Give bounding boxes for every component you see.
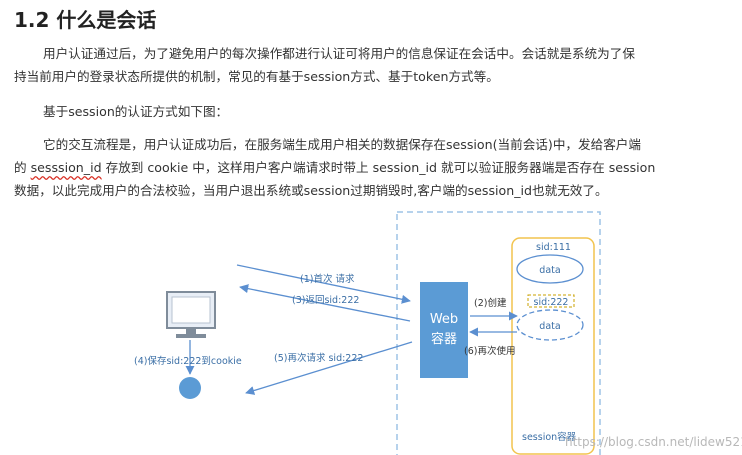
- paragraph-line: 用户认证通过后，为了避免用户的每次操作都进行认证可将用户的信息保证在会话中。会话…: [43, 46, 635, 61]
- paragraph-line: 数据，以此完成用户的合法校验，当用户退出系统或session过期销毁时,客户端的…: [14, 183, 608, 198]
- arrow-first-request: [236, 264, 411, 304]
- label-return-sid: (3)返回sid:222: [292, 294, 359, 306]
- label-request-again: (5)再次请求 sid:222: [274, 352, 363, 364]
- text-fragment: 存放到 cookie 中，这样用户客户端请求时带上 session_id 就可以…: [101, 160, 656, 175]
- label-save-cookie: (4)保存sid:222到cookie: [134, 355, 242, 367]
- spellcheck-word: sesssion_id: [30, 160, 102, 175]
- label-create: (2)创建: [474, 297, 507, 309]
- web-container-label-line1: Web: [430, 312, 458, 327]
- paragraph-session-method: 基于session的认证方式如下图：: [14, 100, 714, 123]
- client-cookie-dot: [179, 377, 201, 399]
- web-container-block: Web 容器: [420, 282, 468, 378]
- session-container-label: session容器: [522, 431, 577, 443]
- session-auth-diagram: Web 容器 sid:111 data sid:222 data session…: [134, 211, 742, 455]
- label-first-request: (1)首次 请求: [300, 273, 355, 285]
- label-use-again: (6)再次使用: [464, 345, 515, 357]
- sid-111-label: sid:111: [536, 242, 571, 253]
- section-heading: 1.2 什么是会话: [14, 8, 157, 32]
- arrow-return-sid: [239, 284, 411, 322]
- session-container-box: sid:111 data sid:222 data session容器: [511, 237, 595, 455]
- web-container-label-line2: 容器: [431, 331, 457, 347]
- paragraph-line: 它的交互流程是，用户认证成功后，在服务端生成用户相关的数据保存在session(…: [43, 137, 641, 152]
- paragraph-line: 持当前用户的登录状态所提供的机制，常见的有基于session方式、基于token…: [14, 69, 499, 84]
- data-label-2: data: [539, 321, 560, 332]
- paragraph-line: 的 sesssion_id 存放到 cookie 中，这样用户客户端请求时带上 …: [14, 156, 714, 179]
- arrow-request-again: [245, 341, 413, 395]
- paragraph-session-intro: 用户认证通过后，为了避免用户的每次操作都进行认证可将用户的信息保证在会话中。会话…: [14, 42, 714, 88]
- data-label-1: data: [539, 265, 560, 276]
- paragraph-interaction-flow: 它的交互流程是，用户认证成功后，在服务端生成用户相关的数据保存在session(…: [14, 133, 714, 202]
- paragraph-line: 基于session的认证方式如下图：: [43, 104, 229, 119]
- sid-222-label: sid:222: [534, 297, 569, 308]
- text-fragment: 的: [14, 160, 31, 175]
- watermark-text: https://blog.csdn.net/lidew521: [565, 435, 742, 449]
- server-boundary: [396, 211, 601, 455]
- computer-icon: [166, 291, 216, 338]
